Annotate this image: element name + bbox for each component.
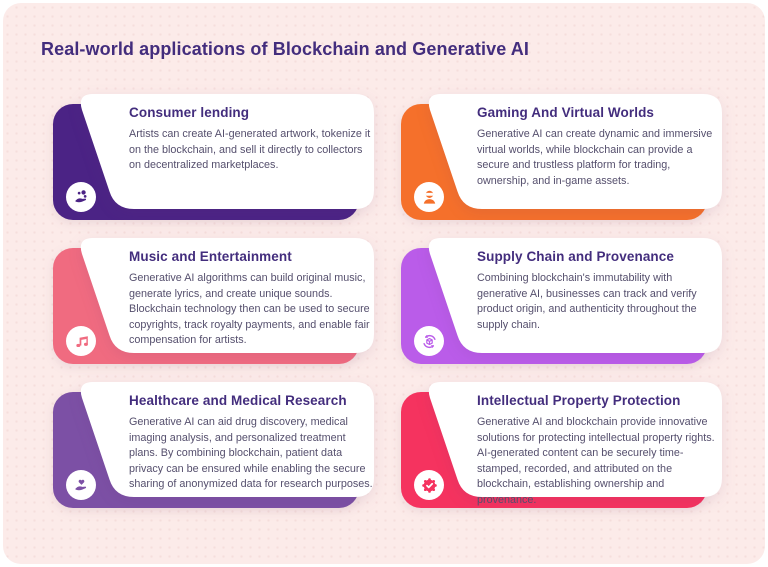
card-description: Combining blockchain's immutability with…	[477, 272, 697, 331]
card-title: Supply Chain and Provenance	[477, 249, 674, 264]
application-card-healthcare: Healthcare and Medical Research Generati…	[53, 382, 375, 508]
card-title: Healthcare and Medical Research	[129, 393, 347, 408]
application-card-ip-protection: Intellectual Property Protection Generat…	[401, 382, 722, 508]
application-card-gaming: Gaming And Virtual Worlds Generative AI …	[401, 94, 722, 220]
card-description: Artists can create AI-generated artwork,…	[129, 128, 371, 171]
card-shape	[401, 382, 722, 508]
card-shape	[401, 238, 722, 364]
music-note-icon	[66, 326, 96, 356]
card-shape	[401, 94, 722, 220]
card-description: Generative AI can aid drug discovery, me…	[129, 416, 373, 490]
vr-headset-icon	[414, 182, 444, 212]
card-title: Intellectual Property Protection	[477, 393, 681, 408]
supply-cycle-icon	[414, 326, 444, 356]
infographic-panel: Real-world applications of Blockchain an…	[3, 3, 765, 564]
application-card-music: Music and Entertainment Generative AI al…	[53, 238, 375, 364]
card-title: Gaming And Virtual Worlds	[477, 105, 655, 120]
card-description: Generative AI can create dynamic and imm…	[477, 128, 713, 187]
application-card-supply-chain: Supply Chain and Provenance Combining bl…	[401, 238, 722, 364]
hand-sparkles-icon	[66, 182, 96, 212]
badge-check-icon	[414, 470, 444, 500]
hand-heart-icon	[66, 470, 96, 500]
card-shape	[53, 94, 375, 220]
card-shape	[53, 382, 375, 508]
card-title: Consumer lending	[129, 105, 250, 120]
card-description: Generative AI algorithms can build origi…	[129, 272, 370, 346]
page-title: Real-world applications of Blockchain an…	[41, 39, 529, 59]
card-description: Generative AI and blockchain provide inn…	[477, 416, 715, 506]
application-card-consumer-lending: Consumer lending Artists can create AI-g…	[53, 94, 375, 220]
card-title: Music and Entertainment	[129, 249, 292, 264]
card-shape	[53, 238, 375, 364]
